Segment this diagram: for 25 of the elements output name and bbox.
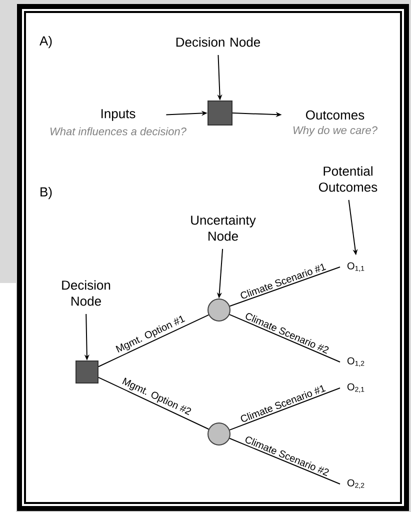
outcome-label: O$_{1,1}$ <box>347 262 364 272</box>
branch-line <box>98 314 210 368</box>
decision-square <box>208 100 232 126</box>
branch-line <box>98 376 210 430</box>
decision-square <box>76 360 98 384</box>
outcome-label: O$_{2,1}$ <box>347 383 364 393</box>
question-text: What influences a decision? <box>50 127 186 136</box>
node-label: Potential Outcomes <box>318 166 378 192</box>
panel-label: A) <box>40 36 52 48</box>
node-label: Decision Node <box>62 280 110 306</box>
node-label: Decision Node <box>176 37 260 47</box>
branch-line <box>229 266 340 307</box>
branch-line <box>229 438 340 484</box>
branch-line <box>229 388 340 430</box>
outcome-label: O$_{2,2}$ <box>347 479 364 489</box>
chance-circle <box>208 298 230 322</box>
question-text: Why do we care? <box>293 126 378 136</box>
node-label: Uncertainty Node <box>191 215 256 241</box>
outcome-label: O$_{1,2}$ <box>347 357 364 367</box>
chance-circle <box>208 422 230 446</box>
panel-label: B) <box>40 186 52 200</box>
node-label: Inputs <box>102 109 136 121</box>
edge-label: Mgmt. Option #1 <box>113 313 188 356</box>
branch-line <box>229 314 340 362</box>
node-label: Outcomes <box>306 110 364 120</box>
